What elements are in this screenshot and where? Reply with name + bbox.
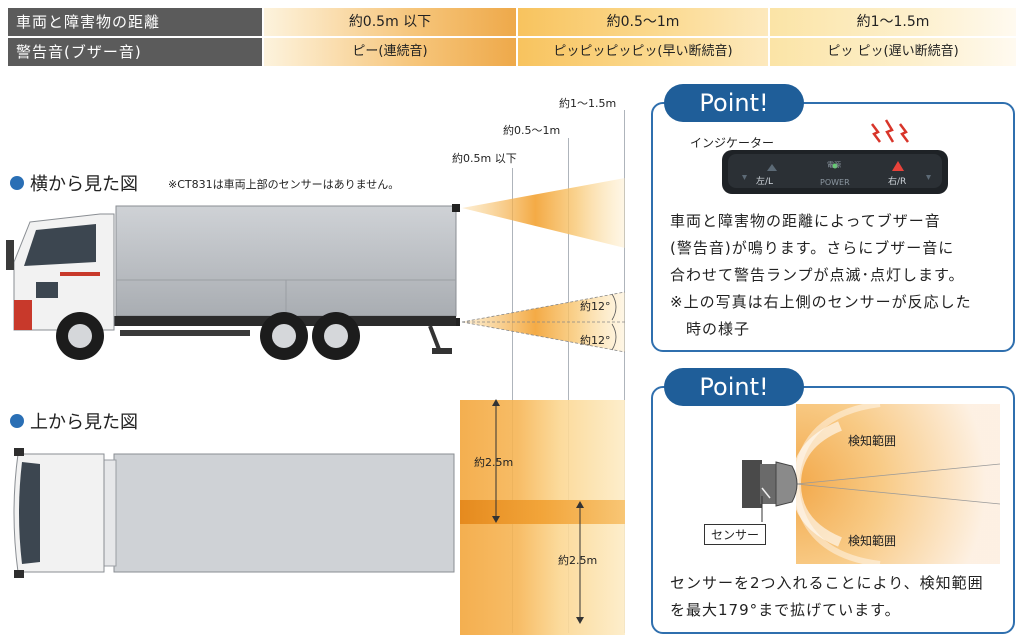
side-view-title-text: 横から見た図: [30, 174, 138, 195]
distance-line-mid: [568, 138, 569, 633]
sensor-label: センサー: [704, 524, 767, 545]
distance-table: 車両と障害物の距離 約0.5m 以下 約0.5〜1m 約1〜1.5m 警告音(ブ…: [8, 8, 1016, 66]
row-header: 車両と障害物の距離: [8, 8, 262, 36]
range-label-upper: 検知範囲: [848, 434, 897, 448]
top-view-title: 上から見た図: [10, 408, 138, 434]
distance-label-near: 約0.5m 以下: [452, 152, 517, 165]
range-label-lower: 検知範囲: [848, 534, 897, 548]
power-led: [832, 163, 838, 169]
indicator-label: インジケーター: [690, 136, 775, 150]
center-overlap-zone: [460, 500, 625, 524]
alert-icon: [871, 123, 881, 143]
sensor-range-diagram: [742, 404, 1000, 564]
point-badge: Point!: [664, 84, 804, 122]
cell-mid: ピッピッピッピッ(早い断続音): [518, 38, 768, 66]
cell-far: 約1〜1.5m: [770, 8, 1016, 36]
cell-near: 約0.5m 以下: [264, 8, 516, 36]
row-header: 警告音(ブザー音): [8, 38, 262, 66]
sensor-head: [775, 461, 798, 507]
right-sensor-label: 右/R: [888, 177, 907, 187]
angle-label-upper: 約12°: [580, 300, 611, 313]
left-sensor-label: 左/L: [756, 177, 774, 187]
point1-text-line: 時の様子: [670, 320, 751, 338]
point-badge: Point!: [664, 368, 804, 406]
bullet-icon: [10, 176, 24, 190]
upper-detection-beam: [462, 178, 625, 248]
side-view-illustration: [6, 178, 626, 360]
side-view-title: 横から見た図: [10, 170, 138, 196]
cell-far: ピッ ピッ(遅い断続音): [770, 38, 1016, 66]
alert-icon: [884, 119, 895, 143]
cell-near: ピー(連続音): [264, 38, 516, 66]
distance-line-far: [624, 110, 625, 633]
indicator-device: [722, 119, 948, 194]
front-wheel: [56, 312, 104, 360]
angle-label-lower: 約12°: [580, 334, 611, 347]
point1-text-line: ※上の写真は右上側のセンサーが反応した: [670, 293, 972, 311]
power-top-label: 電源: [827, 161, 841, 169]
point1-text-line: 車両と障害物の距離によってブザー音: [670, 212, 941, 230]
point2-text-line: センサーを2つ入れることにより、検知範囲: [670, 574, 984, 592]
point2-text-line: を最大179°まで拡げています。: [670, 601, 901, 619]
point1-text-line: (警告音)が鳴ります。さらにブザー音に: [670, 239, 955, 257]
rear-wheel: [260, 312, 308, 360]
cargo-box-top: [113, 453, 455, 573]
rear-wheel: [312, 312, 360, 360]
cell-mid: 約0.5〜1m: [518, 8, 768, 36]
detection-fan: [796, 404, 1000, 564]
right-warning-lamp: [892, 161, 904, 171]
distance-label-mid: 約0.5〜1m: [503, 124, 561, 137]
point-box-indicator: [651, 102, 1015, 352]
power-label: POWER: [820, 178, 850, 187]
top-view-title-text: 上から見た図: [30, 412, 138, 433]
width-label-right: 約2.5m: [558, 554, 598, 567]
bullet-icon: [10, 414, 24, 428]
top-view-illustration: [13, 399, 625, 635]
distance-label-far: 約1〜1.5m: [559, 97, 617, 110]
sensor-mount: [742, 460, 762, 508]
upper-sensor: [452, 204, 460, 212]
side-view-note: ※CT831は車両上部のセンサーはありません。: [168, 178, 400, 191]
point1-text-line: 合わせて警告ランプが点滅･点灯します。: [670, 266, 965, 284]
alert-icon: [899, 123, 909, 143]
table-row: 車両と障害物の距離 約0.5m 以下 約0.5〜1m 約1〜1.5m: [8, 8, 1016, 36]
table-row: 警告音(ブザー音) ピー(連続音) ピッピッピッピッ(早い断続音) ピッ ピッ(…: [8, 38, 1016, 66]
width-label-left: 約2.5m: [474, 456, 514, 469]
